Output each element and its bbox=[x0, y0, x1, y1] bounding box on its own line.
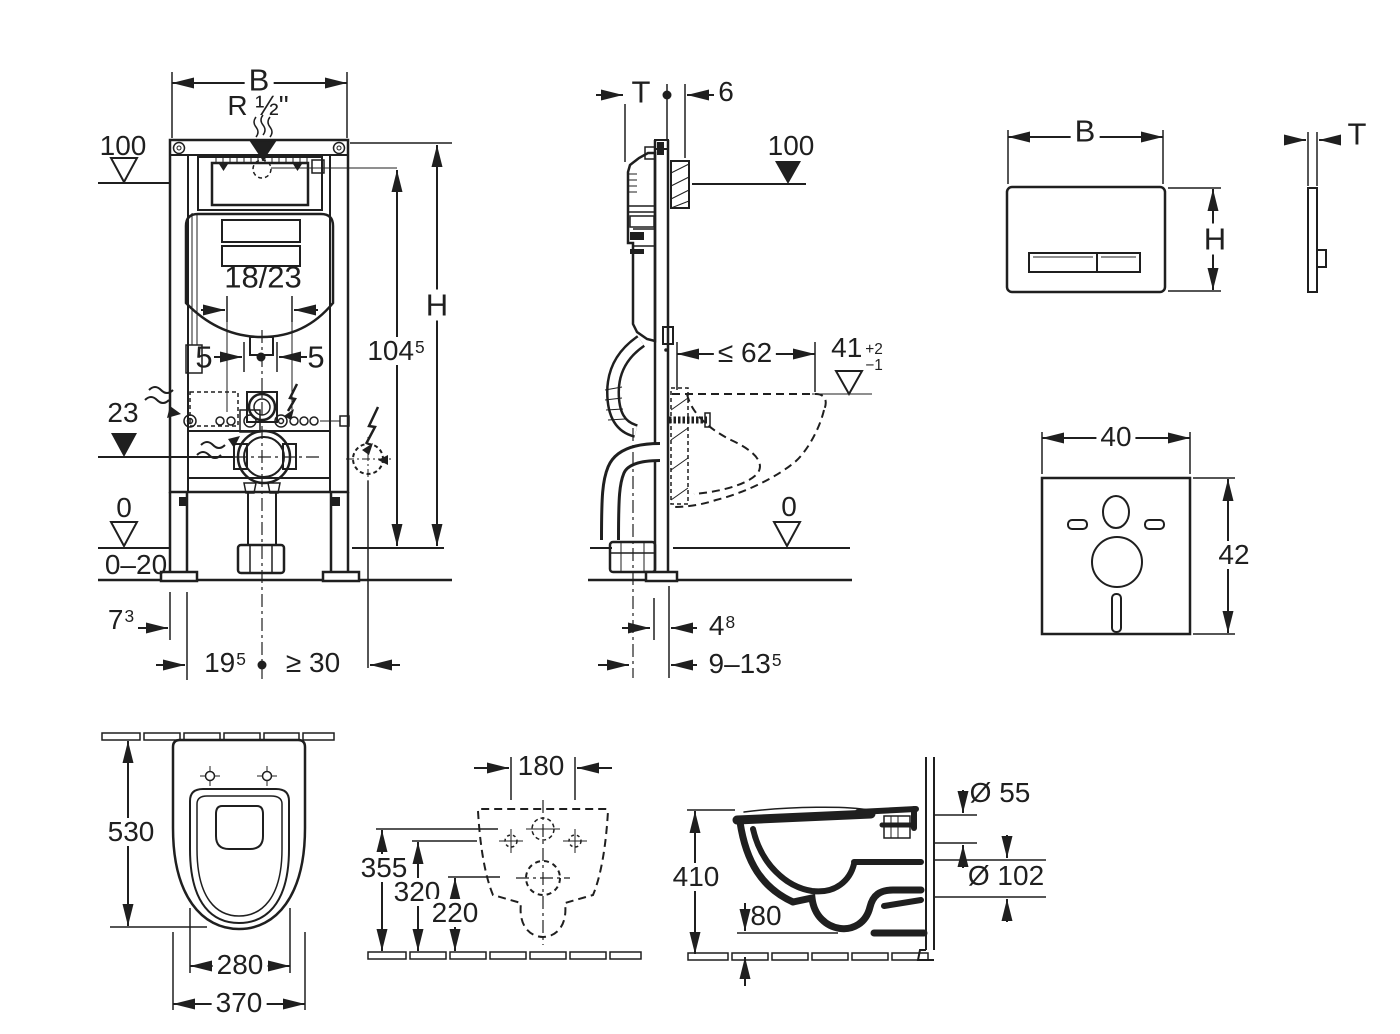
dim-front-center-offset: 195 bbox=[204, 647, 246, 678]
dim-pad-width: 40 bbox=[1096, 423, 1136, 451]
angle-valve bbox=[185, 344, 203, 374]
wc-bowl-outline bbox=[171, 738, 307, 931]
dim-plate-thickness: T bbox=[1347, 116, 1367, 152]
dim-pad-height: 42 bbox=[1214, 541, 1254, 569]
corner-screw-right bbox=[332, 141, 346, 155]
dim-side-floor-level: 0 bbox=[781, 491, 797, 522]
dim-front-edge-offset: 73 bbox=[107, 604, 135, 635]
supply-connection bbox=[252, 159, 272, 179]
dim-side-rim-height: 41+2−1 bbox=[831, 331, 883, 374]
dim-front-height: H bbox=[421, 289, 453, 321]
dim-front-supply-thread: R ½" bbox=[227, 90, 289, 121]
view-flush-plate bbox=[1005, 130, 1341, 294]
lightning-icon bbox=[364, 406, 380, 445]
wc-side-section bbox=[732, 806, 928, 937]
dim-front-min-clearance: ≥ 30 bbox=[285, 647, 341, 678]
dim-plate-width: B bbox=[1070, 115, 1100, 147]
dim-front-offset-left: 5 bbox=[195, 339, 213, 375]
flush-buttons bbox=[1028, 252, 1141, 273]
dim-side-foot-offset: 48 bbox=[708, 610, 736, 641]
view-wc-rear bbox=[367, 757, 642, 960]
dim-wcside-outlet-dia: Ø 102 bbox=[967, 860, 1045, 891]
wc-rear-outline bbox=[476, 808, 610, 939]
dim-wcrear-supply-height: 355 bbox=[356, 854, 412, 882]
pad-outline bbox=[1040, 476, 1192, 636]
dim-wcside-height: 410 bbox=[668, 863, 724, 891]
dim-plate-height: H bbox=[1199, 223, 1231, 255]
floor-tiles bbox=[367, 951, 642, 960]
view-installation-frame-side bbox=[588, 84, 872, 678]
view-wc-top bbox=[101, 732, 335, 1010]
foot-plate-right bbox=[321, 570, 361, 583]
view-wc-side bbox=[687, 757, 1046, 986]
dim-side-drain-offset: 9–135 bbox=[708, 648, 782, 679]
dim-wcrear-hole-spacing: 180 bbox=[513, 752, 569, 780]
dim-side-max-depth: ≤ 62 bbox=[713, 339, 777, 367]
view-installation-frame-front bbox=[98, 72, 452, 680]
corner-screw-left bbox=[172, 141, 186, 155]
drain-socket bbox=[236, 543, 286, 575]
dim-wcside-clearance: 80 bbox=[750, 900, 782, 931]
flush-plate-front bbox=[1005, 185, 1167, 294]
fixing-point-marker bbox=[200, 766, 220, 786]
cistern-side bbox=[626, 151, 657, 343]
dim-wctop-seat-width: 280 bbox=[212, 951, 268, 979]
wavy-arrow-icon bbox=[148, 386, 174, 394]
foot-plate-side bbox=[644, 570, 679, 583]
foot-plate-left bbox=[159, 570, 199, 583]
outlet-bend bbox=[236, 429, 292, 485]
floor-tiles bbox=[687, 952, 929, 961]
supply-arrow bbox=[249, 140, 277, 161]
dim-side-front-gap: 6 bbox=[718, 76, 734, 107]
dim-side-depth: T bbox=[631, 74, 651, 110]
view-sound-insulation-pad bbox=[1040, 432, 1235, 636]
dim-front-supply-height: 1045 bbox=[363, 337, 429, 365]
inspection-opening bbox=[197, 156, 323, 211]
wall-bracket bbox=[670, 160, 690, 209]
cistern bbox=[184, 212, 335, 339]
dim-wcside-flush-dia: Ø 55 bbox=[969, 777, 1031, 808]
flush-plate-side bbox=[1307, 187, 1318, 293]
dim-front-outlet-level: 23 bbox=[107, 397, 139, 428]
dim-front-width: B bbox=[244, 64, 274, 96]
dim-front-level-100: 100 bbox=[99, 130, 147, 161]
dim-wctop-width: 370 bbox=[211, 989, 267, 1017]
dim-front-outlet-heights: 18/23 bbox=[224, 259, 302, 295]
dim-front-floor-level: 0 bbox=[116, 492, 132, 523]
fixing-point-marker bbox=[257, 766, 277, 786]
dim-wctop-depth: 530 bbox=[103, 818, 159, 846]
dim-wcrear-outlet-height: 220 bbox=[427, 899, 483, 927]
lightning-icon bbox=[286, 383, 299, 412]
dim-front-floor-range: 0–20 bbox=[104, 549, 168, 580]
wavy-arrow-icon bbox=[200, 441, 226, 449]
dim-side-level-100: 100 bbox=[767, 130, 815, 161]
wc-pan-dashed-outline bbox=[672, 393, 827, 508]
dim-front-offset-right: 5 bbox=[307, 339, 325, 375]
